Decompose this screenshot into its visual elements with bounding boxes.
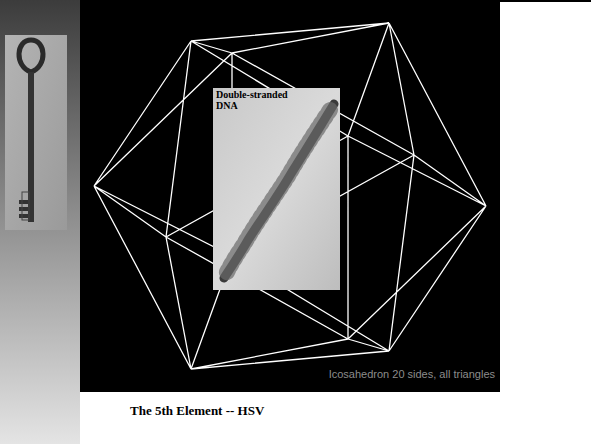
dna-photo: [213, 88, 340, 290]
icosahedron-wireframe: [94, 23, 486, 369]
black-panel: [80, 0, 500, 392]
photo-caption: Double-stranded DNA: [216, 90, 311, 111]
side-bar: [0, 0, 80, 444]
key-photo: [5, 35, 67, 230]
photo-panel: Double-stranded DNA: [213, 88, 340, 290]
figure-note: Icosahedron 20 sides, all triangles: [329, 368, 495, 380]
slide-title: The 5th Element -- HSV: [130, 403, 264, 419]
